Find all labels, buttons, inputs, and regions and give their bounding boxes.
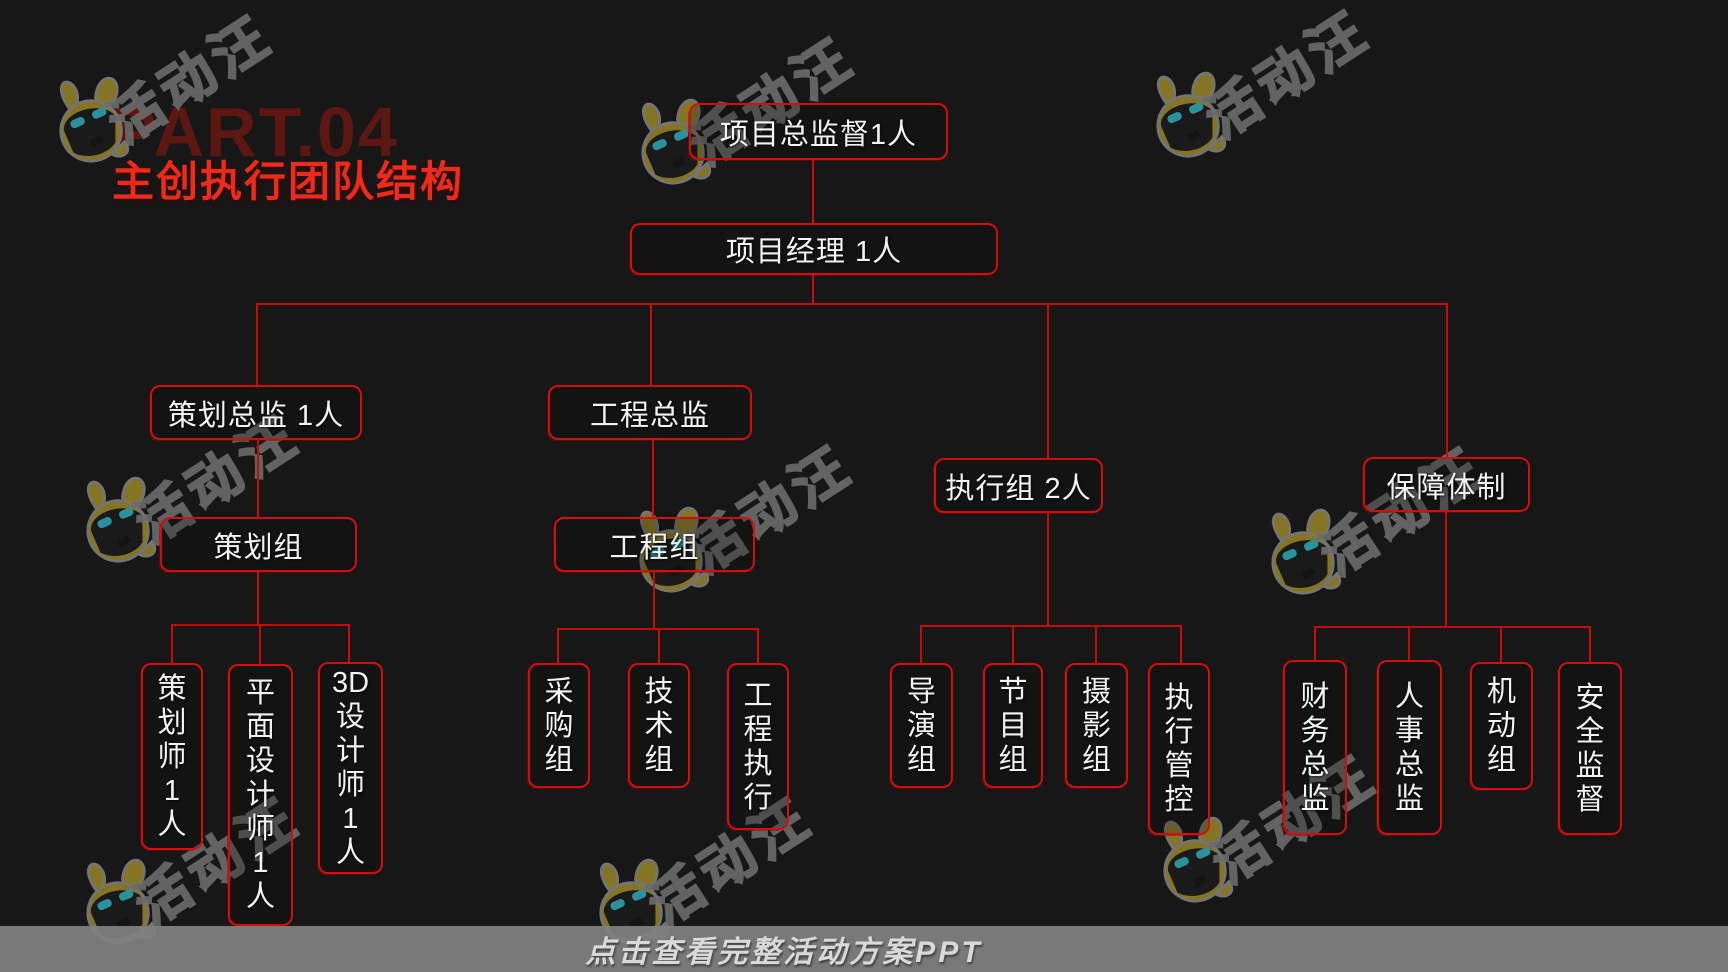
- org-connector-line: [650, 303, 652, 385]
- org-node-safety-supervisor: 安全监督: [1558, 662, 1622, 835]
- org-node-director-group: 导演组: [890, 663, 953, 788]
- org-node-program-group: 节目组: [983, 663, 1043, 788]
- org-connector-line: [1314, 626, 1591, 628]
- org-connector-line: [812, 275, 814, 303]
- org-connector-line: [1446, 303, 1448, 457]
- part-number-label: PART.04: [110, 93, 399, 171]
- org-connector-line: [1314, 626, 1316, 660]
- org-connector-line: [1180, 625, 1182, 663]
- org-connector-line: [1012, 625, 1014, 663]
- org-node-photography-group: 摄影组: [1065, 663, 1128, 788]
- org-node-project-supervisor: 项目总监督1人: [689, 103, 948, 160]
- org-connector-line: [259, 624, 261, 664]
- footer-banner[interactable]: 点击查看完整活动方案PPT: [0, 926, 1728, 972]
- org-connector-line: [557, 628, 559, 663]
- org-connector-line: [1095, 625, 1097, 663]
- org-connector-line: [920, 625, 1182, 627]
- org-connector-line: [1047, 513, 1049, 625]
- org-node-engineering-director: 工程总监: [548, 385, 752, 440]
- org-connector-line: [257, 440, 259, 517]
- slide-title: 主创执行团队结构: [112, 158, 465, 205]
- org-node-support-system: 保障体制: [1363, 457, 1530, 512]
- org-node-engineering-execution: 工程执行: [727, 663, 789, 830]
- org-node-project-manager: 项目经理 1人: [630, 223, 998, 275]
- org-node-engineering-group: 工程组: [554, 517, 755, 572]
- org-connector-line: [1589, 626, 1591, 662]
- org-node-execution-control: 执行管控: [1148, 663, 1210, 835]
- org-connector-line: [256, 303, 1448, 305]
- org-connector-line: [812, 160, 814, 223]
- org-connector-line: [257, 572, 259, 624]
- footer-banner-label[interactable]: 点击查看完整活动方案PPT: [585, 936, 983, 969]
- org-connector-line: [1047, 303, 1049, 458]
- org-connector-line: [757, 628, 759, 663]
- org-connector-line: [348, 624, 350, 662]
- org-connector-line: [1500, 626, 1502, 662]
- org-node-technical-group: 技术组: [628, 663, 690, 788]
- org-node-hr-director: 人事总监: [1377, 660, 1442, 835]
- org-node-planning-director: 策划总监 1人: [150, 385, 362, 440]
- org-connector-line: [652, 440, 654, 517]
- org-connector-line: [653, 572, 655, 628]
- org-node-planning-group: 策划组: [160, 517, 357, 572]
- org-connector-line: [1408, 626, 1410, 660]
- org-connector-line: [1445, 512, 1447, 626]
- org-node-execution-group: 执行组 2人: [934, 458, 1103, 513]
- org-connector-line: [256, 303, 258, 385]
- org-node-finance-director: 财务总监: [1283, 660, 1347, 835]
- org-connector-line: [171, 624, 173, 663]
- org-node-procurement-group: 采购组: [528, 663, 590, 788]
- org-connector-line: [920, 625, 922, 663]
- org-connector-line: [658, 628, 660, 663]
- org-node-mobile-group: 机动组: [1470, 662, 1533, 790]
